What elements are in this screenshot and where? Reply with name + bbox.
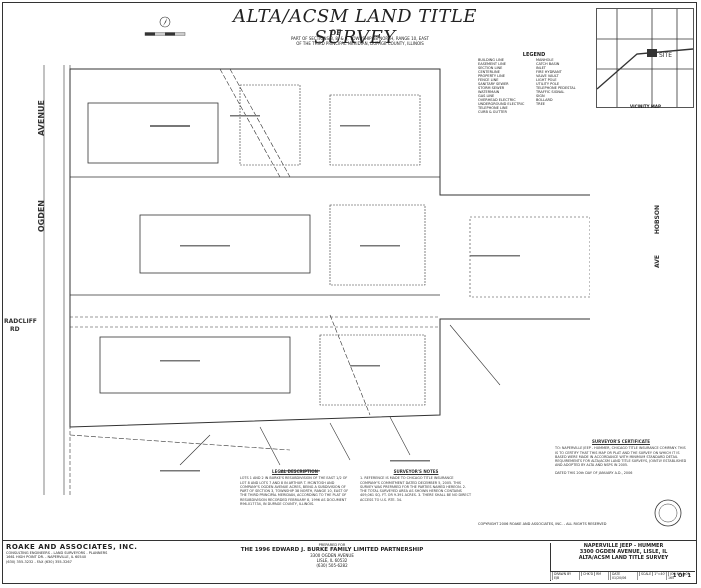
street-label-ogden: OGDEN	[37, 200, 46, 233]
date-cell: DATE 01/20/06	[608, 572, 637, 580]
legend-symbols-column: MANHOLE CATCH BASIN INLET FIRE HYDRANT V…	[536, 58, 590, 114]
north-arrow-icon	[144, 16, 186, 36]
legend-item: STORM SEWER	[478, 86, 505, 90]
vicinity-map: SITE	[596, 8, 694, 108]
title-of: OF	[330, 28, 342, 37]
company-name: ROAKE AND ASSOCIATES, INC.	[6, 543, 138, 551]
legend-item: EASEMENT LINE	[478, 62, 506, 66]
professional-seal-icon	[654, 499, 682, 527]
legend-item: PROPERTY LINE	[478, 74, 505, 78]
cell-value: RM	[594, 572, 602, 576]
scale-cell: SCALE 1"=40'	[637, 572, 666, 580]
legend-item: BOLLARD	[536, 98, 553, 102]
client-address-line: LISLE, IL 60532	[316, 558, 348, 563]
checked-cell: CHK'D RM	[579, 572, 608, 580]
project-line: 3300 OGDEN AVENUE, LISLE, IL	[579, 549, 668, 555]
legend-item: CURB & GUTTER	[478, 110, 507, 114]
legend-item: FIRE HYDRANT	[536, 70, 562, 74]
subtitle-line: PART OF SECTIONS 3, 8, & 9, TOWNSHIP 38 …	[291, 36, 429, 41]
legend-item: VALVE VAULT	[536, 74, 559, 78]
project-line: NAPERVILLE JEEP - HUMMER	[583, 543, 664, 549]
street-label-ogden-avenue: AVENUE	[37, 100, 46, 136]
legend-item: BUILDING LINE	[478, 58, 504, 62]
cell-value: 1"=40'	[652, 572, 666, 576]
street-label-hobson: HOBSON	[654, 205, 661, 235]
copyright-notice: COPYRIGHT 2006 ROAKE AND ASSOCIATES, INC…	[478, 522, 607, 526]
legend-item: OVERHEAD ELECTRIC	[478, 98, 516, 102]
survey-title: ALTA/ACSM LAND TITLE SURVEY	[233, 6, 477, 48]
legend-item: SIGN	[536, 94, 545, 98]
cell-label: DRAWN BY	[552, 572, 572, 576]
legend: LEGEND BUILDING LINE EASEMENT LINE SECTI…	[478, 52, 590, 202]
drawn-by-cell: DRAWN BY EJB	[550, 572, 579, 580]
legend-item: UTILITY POLE	[536, 82, 560, 86]
legend-item: SANITARY SEWER	[478, 82, 509, 86]
surveyor-notes: SURVEYOR'S NOTES 1. REFERENCE IS MADE TO…	[360, 469, 472, 502]
surveyor-certificate: SURVEYOR'S CERTIFICATE TO: NAPERVILLE JE…	[555, 439, 687, 527]
legend-item: CATCH BASIN	[536, 62, 560, 66]
legend-lines-column: BUILDING LINE EASEMENT LINE SECTION LINE…	[478, 58, 532, 114]
certificate-heading: SURVEYOR'S CERTIFICATE	[592, 439, 650, 444]
street-label-avenue: AVENUE	[37, 100, 46, 136]
legend-item: FENCE LINE	[478, 78, 499, 82]
surveyor-notes-text: 1. REFERENCE IS MADE TO CHICAGO TITLE IN…	[360, 476, 472, 502]
street-label-radcliff: RADCLIFF	[4, 318, 37, 325]
legend-item: UNDERGROUND ELECTRIC	[478, 102, 525, 106]
sheet-number: 1 OF 1	[672, 573, 691, 579]
survey-subtitle: PART OF SECTIONS 3, 8, & 9, TOWNSHIP 38 …	[270, 36, 450, 46]
legend-item: TELEPHONE PEDESTAL	[536, 86, 576, 90]
cell-value: 01/20/06	[610, 576, 627, 580]
vicinity-site-label: SITE	[659, 52, 672, 59]
company-line: 1661 HIGH POINT DR. - NAPERVILLE, IL 605…	[6, 555, 87, 560]
legend-heading: LEGEND	[522, 52, 546, 58]
company-line: (630) 355-3232 - FAX (630) 355-3267	[6, 559, 72, 564]
client-address-line: 3300 OGDEN AVENUE	[310, 553, 354, 558]
street-label-ave: AVE	[654, 255, 661, 268]
cell-value: EJB	[552, 576, 560, 580]
surveyor-company: ROAKE AND ASSOCIATES, INC. CONSULTING EN…	[6, 543, 206, 564]
project-block: NAPERVILLE JEEP - HUMMER 3300 OGDEN AVEN…	[550, 543, 696, 581]
certificate-text: TO: NAPERVILLE JEEP - HUMMER, CHICAGO TI…	[555, 446, 687, 468]
prepared-for: PREPARED FOR THE 1996 EDWARD J. BURKE FA…	[232, 543, 432, 568]
company-line: CONSULTING ENGINEERS - LAND SURVEYORS - …	[6, 551, 108, 555]
cell-label: JOB NO.	[668, 572, 683, 576]
client-name: THE 1996 EDWARD J. BURKE FAMILY LIMITED …	[240, 547, 424, 553]
legend-item: WATERMAIN	[478, 90, 500, 94]
street-label-radcliff-rd: RD	[10, 326, 20, 333]
prepared-for-label: PREPARED FOR	[318, 543, 346, 547]
cell-value: 05-165	[668, 572, 691, 580]
certificate-dated: DATED THIS 20th DAY OF JANUARY A.D., 200…	[555, 470, 633, 475]
legend-item: LIGHT POLE	[536, 78, 557, 82]
job-number-cell: JOB NO. 05-165	[666, 572, 695, 580]
legend-item: MANHOLE	[536, 58, 554, 62]
project-line: ALTA/ACSM LAND TITLE SURVEY	[578, 555, 669, 561]
client-address-line: (630) 505-6282	[316, 563, 348, 568]
title-block: ROAKE AND ASSOCIATES, INC. CONSULTING EN…	[2, 540, 697, 585]
legend-item: INLET	[536, 66, 546, 70]
legend-item: SECTION LINE	[478, 66, 503, 70]
legal-description-text: LOTS 1 AND 2 IN BURKE'S RESUBDIVISION OF…	[240, 476, 349, 507]
legend-item: GAS LINE	[478, 94, 495, 98]
legal-description-heading: LEGAL DESCRIPTION	[272, 469, 318, 474]
legend-item: CENTERLINE	[478, 70, 500, 74]
vicinity-map-label: VICINITY MAP	[630, 104, 661, 109]
cell-label: SCALE	[639, 572, 652, 576]
surveyor-notes-heading: SURVEYOR'S NOTES	[393, 469, 439, 474]
subtitle-line: OF THE THIRD PRINCIPAL MERIDIAN, DUPAGE …	[296, 41, 424, 46]
project-info-row: DRAWN BY EJB CHK'D RM DATE 01/20/06 SCAL…	[550, 571, 695, 580]
legend-item: TREE	[536, 102, 545, 106]
legend-item: TELEPHONE LINE	[478, 106, 508, 110]
legal-description: LEGAL DESCRIPTION LOTS 1 AND 2 IN BURKE'…	[240, 469, 350, 507]
cell-label: CHK'D	[581, 572, 594, 576]
plat-drawing	[43, 65, 590, 495]
cell-label: DATE	[610, 572, 621, 576]
legend-item: TRAFFIC SIGNAL	[536, 90, 565, 94]
